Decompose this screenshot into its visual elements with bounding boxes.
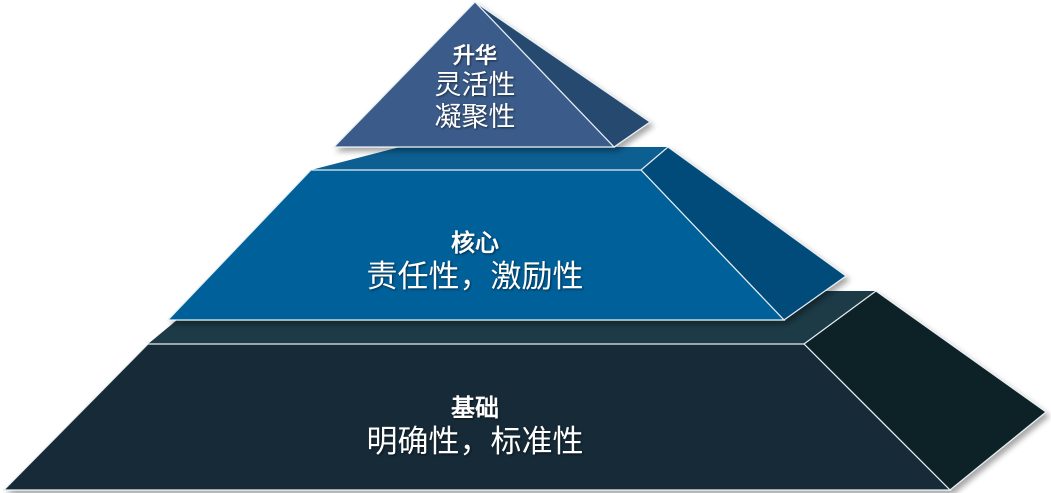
tier-base-line-1: 明确性，标准性 — [366, 424, 584, 460]
tier-middle-label: 核心 责任性，激励性 — [300, 228, 650, 296]
tier-middle-front-face — [166, 169, 786, 321]
tier-top — [332, 1, 652, 148]
tier-middle — [166, 146, 848, 321]
tier-top-title: 升华 — [452, 44, 497, 69]
tier-base-label: 基础 明确性，标准性 — [300, 393, 650, 461]
tier-top-front-face — [332, 1, 616, 148]
tier-middle-top-face — [311, 147, 668, 170]
tier-base-front-face — [2, 343, 952, 491]
tier-middle-title: 核心 — [451, 229, 499, 257]
tier-top-line-2: 凝聚性 — [434, 102, 516, 133]
tier-top-label: 升华 灵活性 凝聚性 — [405, 44, 545, 134]
tier-base-title: 基础 — [451, 394, 499, 422]
tier-top-line-1: 灵活性 — [434, 70, 516, 101]
tier-middle-line-1: 责任性，激励性 — [366, 259, 584, 295]
